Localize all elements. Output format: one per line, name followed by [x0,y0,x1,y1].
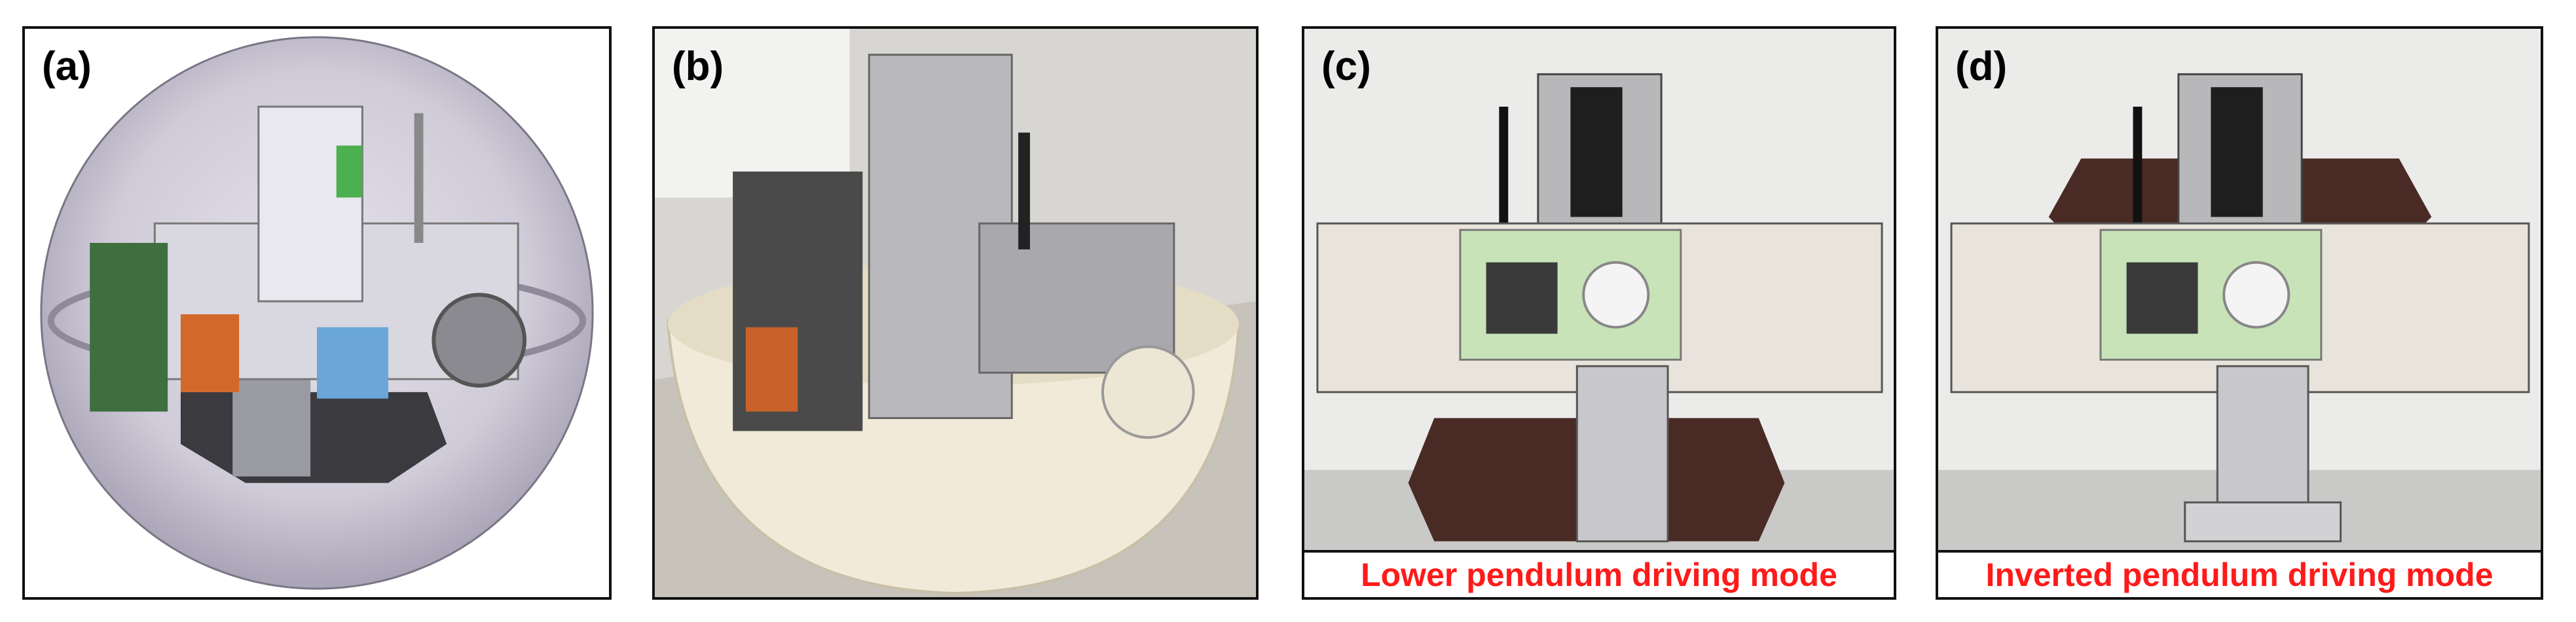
green-module [336,145,363,198]
vertical-column [257,105,363,302]
drive-wheel [432,293,527,388]
panel-d-photo: (d) Inverted pendulum driving mode [1936,26,2543,600]
pendulum-bracket [232,366,311,477]
panel-label: (b) [672,44,724,89]
drive-wheel [1101,345,1195,439]
blue-battery [317,327,388,399]
panel-label: (a) [42,44,92,89]
control-board [2126,262,2198,334]
panel-label: (c) [1321,44,1371,89]
panel-caption: Inverted pendulum driving mode [1938,550,2541,597]
lead-screw-motor [1570,87,1623,217]
antenna [414,113,424,243]
antenna [1499,106,1509,237]
pendulum-arm [2216,365,2309,517]
lead-screw-motor [2211,87,2263,217]
white-wheel [2222,261,2291,329]
antenna [1018,132,1030,249]
panel-c-photo: (c) Lower pendulum driving mode [1302,26,1896,600]
inverted-pendulum-photo [1938,29,2541,597]
pendulum-arm [1575,365,1669,543]
panel-label: (d) [1955,44,2008,89]
lower-pendulum-photo [1304,29,1894,597]
green-circuit-board [90,242,168,412]
base-clamp [2184,501,2342,543]
orange-battery [745,327,798,412]
panel-caption: Lower pendulum driving mode [1304,550,1894,597]
control-board [1486,262,1558,334]
robot-in-shell-photo [655,29,1256,597]
white-wheel [1582,261,1650,329]
cad-render-image [40,36,594,590]
orange-battery [180,314,240,392]
antenna [2133,106,2143,237]
panel-b-photo: (b) [652,26,1259,600]
panel-a-cad-render: (a) [22,26,612,600]
window-light [655,29,850,198]
